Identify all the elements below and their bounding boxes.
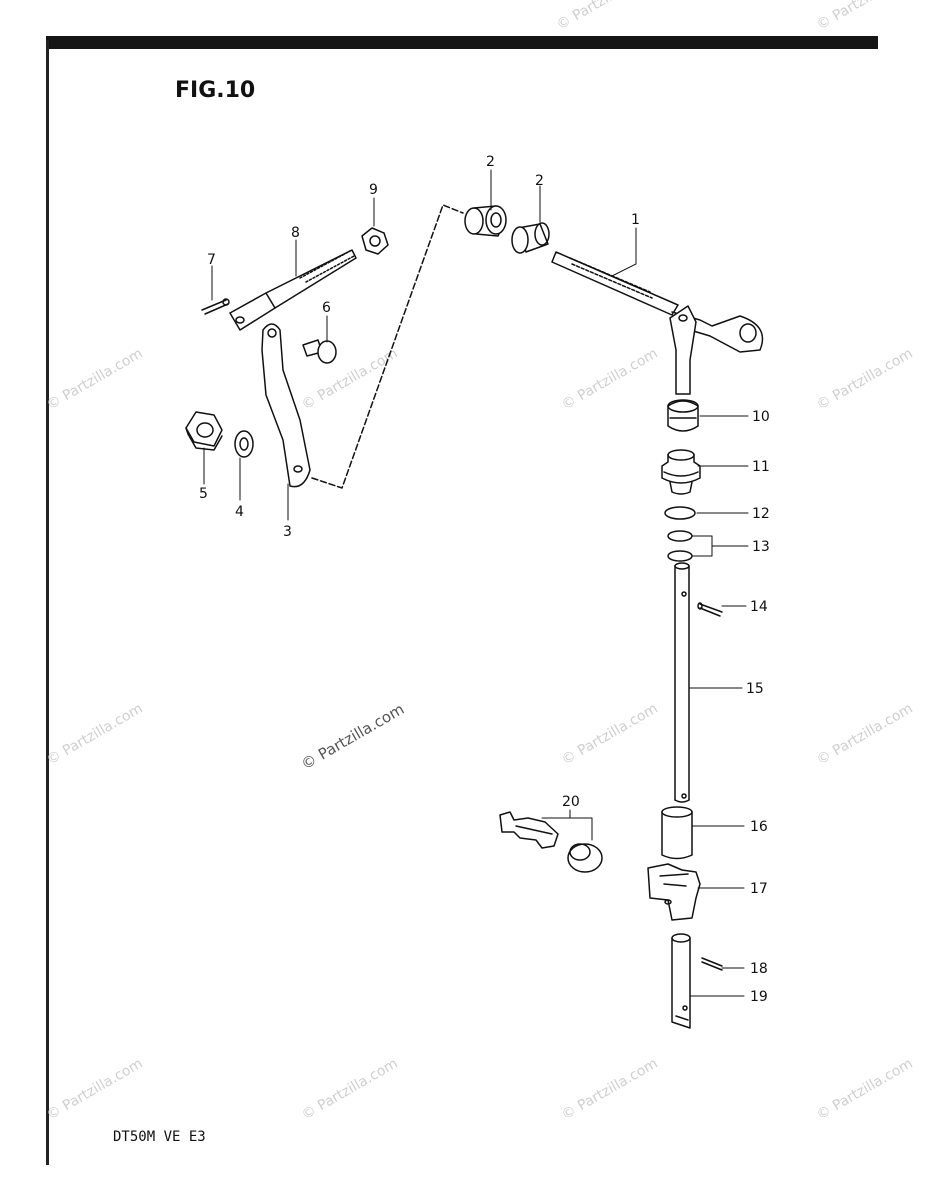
callouts: 1 2 2 3 4 5 6 7 8 9 10 11 12 13 14 15 16… (199, 154, 770, 1005)
watermark: © Partzilla.com (554, 0, 656, 33)
callout-13: 13 (752, 539, 770, 555)
washer-4 (234, 430, 254, 458)
linkage-line (311, 204, 464, 489)
callout-3: 3 (283, 524, 292, 540)
cotter-pin-7 (201, 298, 230, 315)
callout-1: 1 (631, 212, 640, 228)
callout-17: 17 (750, 881, 768, 897)
callout-11: 11 (752, 459, 770, 475)
watermark-center: © Partzilla.com (298, 700, 407, 773)
callout-15: 15 (746, 681, 764, 697)
nut-9 (361, 227, 389, 255)
leader-lines (203, 169, 749, 997)
pin-18 (701, 957, 723, 971)
o-ring-12 (664, 506, 696, 520)
watermark: © Partzilla.com (559, 346, 661, 414)
pin-6 (302, 339, 337, 364)
watermark: © Partzilla.com (814, 346, 916, 414)
callout-6: 6 (322, 300, 331, 316)
callout-2: 2 (486, 154, 495, 170)
bush-2b (511, 222, 550, 254)
watermark: © Partzilla.com (559, 1056, 661, 1124)
callout-19: 19 (750, 989, 768, 1005)
left-border-rule (46, 40, 49, 1165)
pin-14 (697, 602, 723, 617)
top-border-bar (46, 36, 878, 49)
rod-8 (229, 249, 357, 331)
bush-2a (464, 205, 507, 237)
watermark: © Partzilla.com (299, 346, 401, 414)
model-code: DT50M VE E3 (113, 1129, 206, 1145)
shift-rod-15 (674, 562, 690, 803)
callout-8: 8 (291, 225, 300, 241)
watermark: © Partzilla.com (814, 0, 916, 33)
callout-9: 9 (369, 182, 378, 198)
watermarks: © Partzilla.com © Partzilla.com © Partzi… (44, 0, 916, 1123)
clamp-17 (647, 863, 701, 921)
callout-20: 20 (562, 794, 580, 810)
bush-10 (667, 399, 699, 432)
callout-4: 4 (235, 504, 244, 520)
watermark: © Partzilla.com (814, 701, 916, 769)
lower-rod-19 (671, 933, 691, 1029)
callout-5: 5 (199, 486, 208, 502)
watermark: © Partzilla.com (299, 1056, 401, 1124)
callout-10: 10 (752, 409, 770, 425)
watermark: © Partzilla.com (44, 1056, 146, 1124)
figure-title: FIG.10 (175, 78, 256, 103)
clip-20 (499, 811, 603, 873)
sleeve-16 (661, 806, 693, 860)
o-ring-13a (667, 530, 693, 542)
o-ring-13b (667, 550, 693, 562)
shift-arm-3 (261, 323, 311, 488)
callout-14: 14 (750, 599, 768, 615)
watermark: © Partzilla.com (559, 701, 661, 769)
watermark: © Partzilla.com (44, 701, 146, 769)
watermark: © Partzilla.com (814, 1056, 916, 1124)
callout-12: 12 (752, 506, 770, 522)
seal-11 (661, 449, 701, 495)
callout-16: 16 (750, 819, 768, 835)
nut-5 (185, 411, 223, 451)
callout-18: 18 (750, 961, 768, 977)
shaft-1 (551, 251, 764, 395)
watermark: © Partzilla.com (44, 346, 146, 414)
callout-7: 7 (207, 252, 216, 268)
callout-2: 2 (535, 173, 544, 189)
